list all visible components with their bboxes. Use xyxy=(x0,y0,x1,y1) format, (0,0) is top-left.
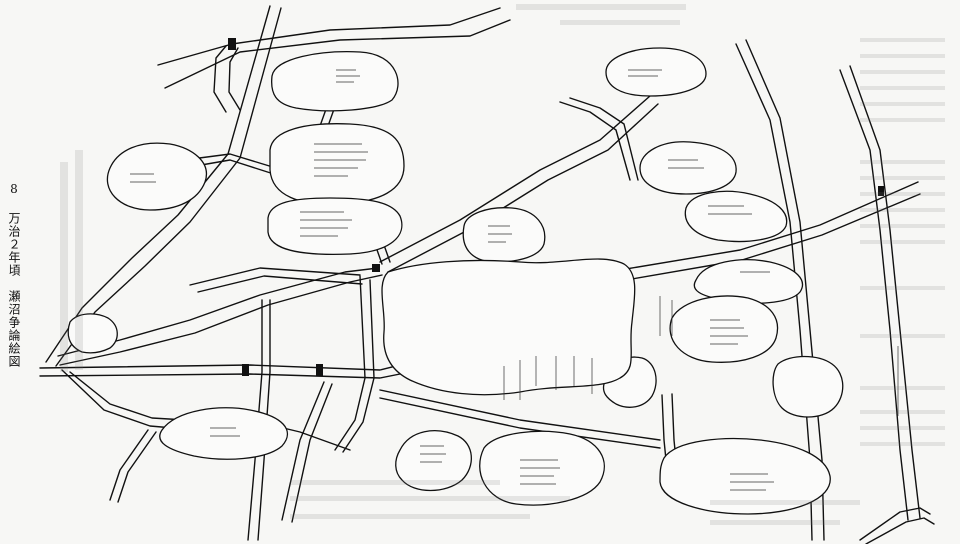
label-strokes xyxy=(130,173,156,183)
road xyxy=(117,431,157,503)
label-strokes xyxy=(336,69,360,83)
bridge-marker xyxy=(242,364,249,376)
district-outline xyxy=(270,51,399,112)
road xyxy=(859,507,931,541)
label-strokes xyxy=(520,459,560,485)
road xyxy=(619,181,919,271)
label-strokes xyxy=(420,445,446,463)
road xyxy=(559,101,631,181)
road xyxy=(387,103,659,273)
road xyxy=(865,517,935,544)
road xyxy=(59,274,383,366)
district-outline xyxy=(605,47,707,97)
road xyxy=(839,69,909,521)
bridge-marker xyxy=(316,364,323,376)
district-outline xyxy=(772,355,844,418)
label-strokes xyxy=(503,356,593,400)
bridge-marker xyxy=(228,38,236,50)
district-outline xyxy=(67,313,118,354)
district-outline xyxy=(462,207,546,263)
label-strokes xyxy=(628,69,662,77)
label-strokes xyxy=(708,205,752,215)
label-strokes xyxy=(659,296,673,336)
road xyxy=(334,275,366,451)
road xyxy=(342,279,375,453)
district-outline xyxy=(659,437,831,515)
road xyxy=(379,389,661,441)
road xyxy=(213,45,227,113)
figure-caption: 8 万治２年頃 瀬沼争論絵図 xyxy=(4,182,24,368)
marsh-outline xyxy=(381,258,636,396)
road xyxy=(197,275,363,293)
label-strokes xyxy=(710,319,748,345)
label-strokes xyxy=(210,427,240,437)
district-outline xyxy=(684,190,788,243)
road xyxy=(625,193,921,281)
road xyxy=(849,65,921,519)
district-outline xyxy=(669,295,779,363)
road xyxy=(228,47,241,111)
bridge-marker xyxy=(372,264,380,272)
district-outline xyxy=(159,407,288,460)
district-outline xyxy=(395,430,472,492)
figure-title: 万治２年頃 瀬沼争論絵図 xyxy=(7,212,21,368)
road xyxy=(379,95,651,263)
label-strokes xyxy=(314,143,368,177)
label-strokes xyxy=(730,473,774,491)
road xyxy=(109,429,149,501)
road xyxy=(379,397,661,449)
label-strokes xyxy=(300,211,352,237)
figure-number: 8 xyxy=(7,182,21,197)
road xyxy=(281,381,325,521)
district-outline xyxy=(106,142,208,211)
label-strokes xyxy=(488,225,512,243)
road xyxy=(189,267,361,286)
road xyxy=(157,7,501,66)
road xyxy=(291,383,333,523)
road xyxy=(569,97,639,181)
label-strokes xyxy=(668,159,704,169)
bridge-marker xyxy=(878,186,884,196)
